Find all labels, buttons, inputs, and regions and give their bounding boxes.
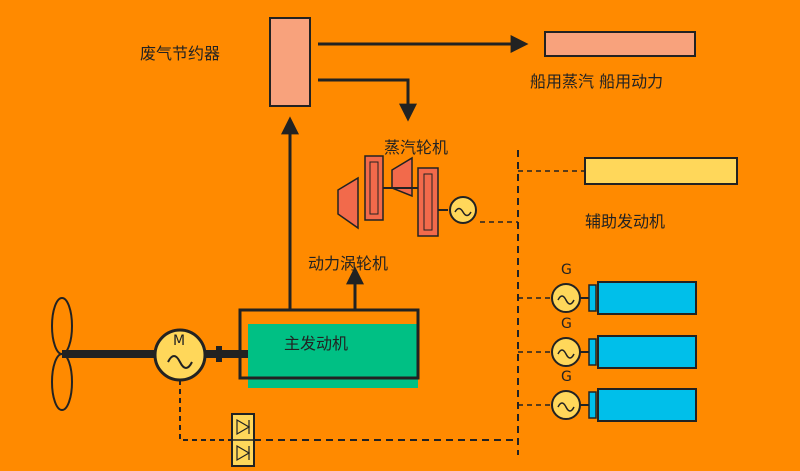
- main-engine-label: 主发动机: [284, 334, 349, 353]
- aux-generator-set-1: [518, 281, 697, 315]
- motor-to-converter-link: [179, 380, 232, 441]
- steam-turbine-label: 蒸汽轮机: [384, 138, 449, 157]
- turbine-casing-left: [364, 155, 384, 221]
- turbine-generator-icon: [449, 196, 477, 224]
- aux-generator-set-2: [518, 335, 697, 369]
- ship-steam-power-label: 船用蒸汽 船用动力: [530, 72, 664, 91]
- turbine-casing-right: [417, 167, 439, 237]
- economizer-to-turbine-arrow: [318, 78, 417, 122]
- auxiliary-output-bar: [584, 157, 738, 185]
- propeller-icon: [51, 297, 73, 411]
- aux-engine-block: [597, 388, 697, 422]
- aux-generator-set-3: [518, 388, 697, 422]
- exhaust-economizer-box: [269, 17, 311, 107]
- generator-icon: [551, 390, 581, 420]
- power-turbine-cone: [337, 176, 359, 230]
- ship-steam-power-bar: [544, 31, 696, 57]
- generator-symbol-label-2: G: [561, 316, 572, 332]
- generator-symbol-label-1: G: [561, 262, 572, 278]
- exhaust-economizer-label: 废气节约器: [140, 44, 221, 63]
- generator-symbol-label-3: G: [561, 369, 572, 385]
- power-turbine-label: 动力涡轮机: [308, 254, 389, 273]
- generator-icon: [551, 337, 581, 367]
- motor-symbol-label: M: [173, 333, 186, 349]
- generator-icon: [551, 283, 581, 313]
- aux-engine-block: [597, 335, 697, 369]
- steam-turbine-assembly: [337, 155, 477, 237]
- steam-turbine-cone: [391, 156, 413, 198]
- auxiliary-engine-label: 辅助发动机: [585, 212, 666, 231]
- frequency-converter: [231, 413, 255, 467]
- aux-engine-block: [597, 281, 697, 315]
